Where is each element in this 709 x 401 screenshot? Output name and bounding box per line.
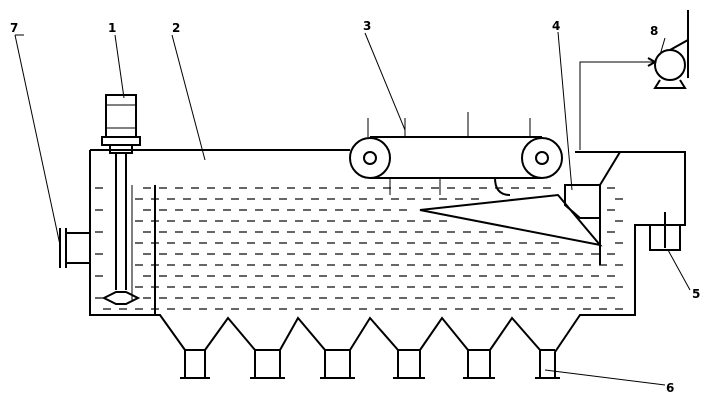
motor-icon bbox=[105, 94, 137, 138]
scraper-conveyor bbox=[349, 112, 563, 196]
inlet-pipe bbox=[59, 228, 91, 268]
air-pump bbox=[579, 10, 689, 150]
left-pulley bbox=[349, 137, 391, 179]
label-1: 1 bbox=[108, 21, 116, 35]
outlet-pipe bbox=[649, 212, 681, 251]
label-6: 6 bbox=[666, 381, 674, 395]
label-3: 3 bbox=[363, 19, 371, 33]
right-pulley bbox=[521, 137, 563, 179]
pump-icon bbox=[654, 49, 686, 81]
froth-collector bbox=[564, 151, 622, 219]
liquid-fill bbox=[95, 187, 623, 310]
agitator bbox=[101, 94, 141, 305]
label-5: 5 bbox=[692, 287, 700, 301]
separator-wedge bbox=[419, 193, 603, 247]
label-4: 4 bbox=[552, 19, 560, 33]
label-7: 7 bbox=[10, 21, 18, 35]
label-8: 8 bbox=[650, 24, 658, 38]
leader-lines bbox=[14, 31, 691, 386]
sludge-hoppers bbox=[180, 316, 560, 379]
label-2: 2 bbox=[172, 21, 180, 35]
